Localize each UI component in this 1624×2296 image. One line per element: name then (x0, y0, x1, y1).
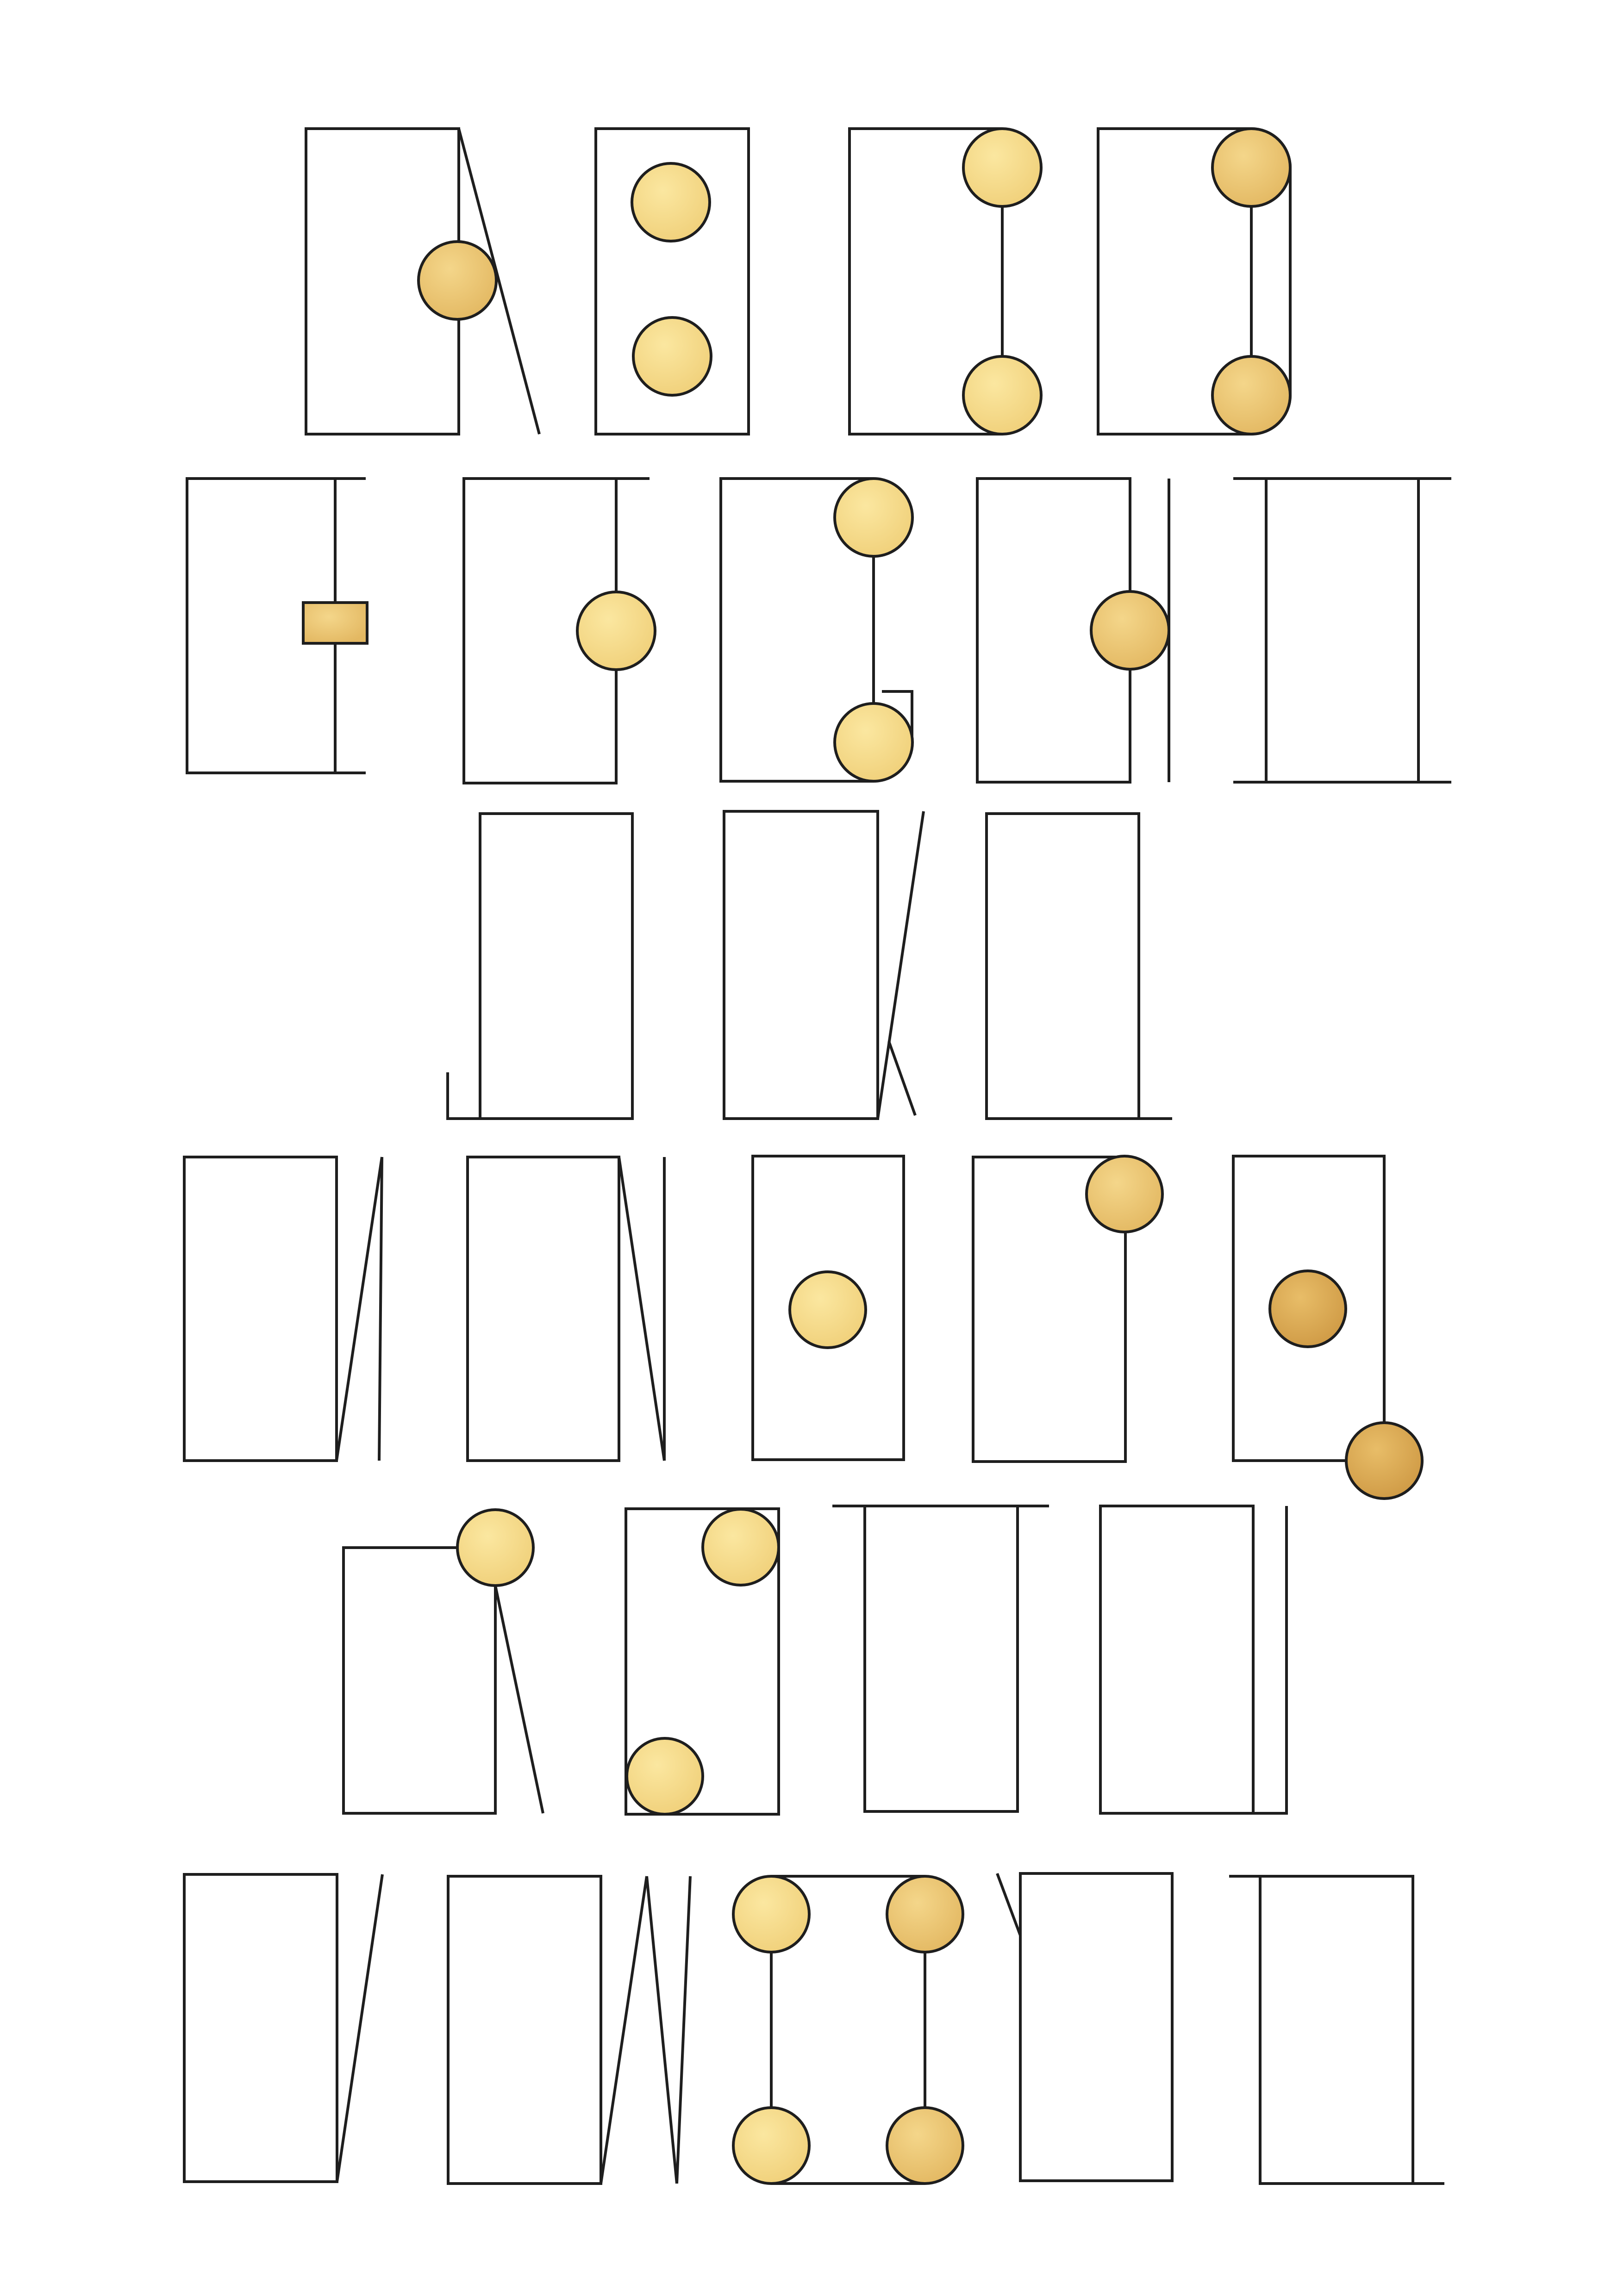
gold-dot (833, 702, 914, 783)
gold-dot (962, 127, 1043, 208)
glyph-b (594, 127, 750, 436)
gold-dot (732, 1875, 811, 1954)
glyph-y (996, 1872, 1174, 2182)
gold-dot (632, 316, 712, 397)
glyph-m (183, 1156, 383, 1462)
glyph-k (723, 810, 925, 1120)
gold-dot (1345, 1421, 1424, 1500)
glyph-q (1232, 1155, 1424, 1500)
glyph-g (719, 477, 914, 783)
glyph-s (625, 1507, 780, 1816)
gold-dot (732, 2106, 811, 2185)
gold-dot (788, 1270, 867, 1349)
gold-dot (962, 355, 1043, 436)
gold-dot (1211, 127, 1292, 208)
glyph-j (446, 812, 634, 1120)
gold-dot (886, 1875, 964, 1954)
gold-dot (576, 591, 656, 671)
gold-dot (417, 240, 498, 321)
gold-dot (701, 1508, 780, 1587)
glyph-f (462, 477, 656, 784)
glyph-z (1229, 1875, 1444, 2185)
glyph-h (976, 477, 1170, 784)
glyph-o (751, 1155, 905, 1461)
gold-bar (302, 601, 369, 645)
glyph-p (972, 1155, 1164, 1463)
glyph-i (1233, 477, 1451, 784)
gold-dot (631, 162, 711, 243)
gold-dot (1085, 1155, 1164, 1233)
glyph-d (1097, 127, 1292, 436)
gold-dot (1268, 1269, 1347, 1348)
glyph-e (186, 477, 369, 774)
glyph-v (183, 1873, 384, 2183)
glyph-w (447, 1875, 692, 2185)
glyph-n (466, 1156, 666, 1462)
glyph-x (732, 1875, 964, 2185)
gold-dot (886, 2106, 964, 2185)
glyph-c (848, 127, 1043, 436)
glyph-t (832, 1505, 1049, 1813)
glyph-u (1099, 1505, 1288, 1815)
glyph-l (985, 812, 1172, 1120)
gold-dot (833, 477, 914, 558)
gold-dot (625, 1737, 704, 1816)
gold-dot (1211, 355, 1292, 436)
gold-dot (456, 1508, 535, 1587)
gold-dot (1090, 590, 1170, 671)
glyph-r (342, 1508, 544, 1815)
glyph-a (305, 127, 541, 436)
